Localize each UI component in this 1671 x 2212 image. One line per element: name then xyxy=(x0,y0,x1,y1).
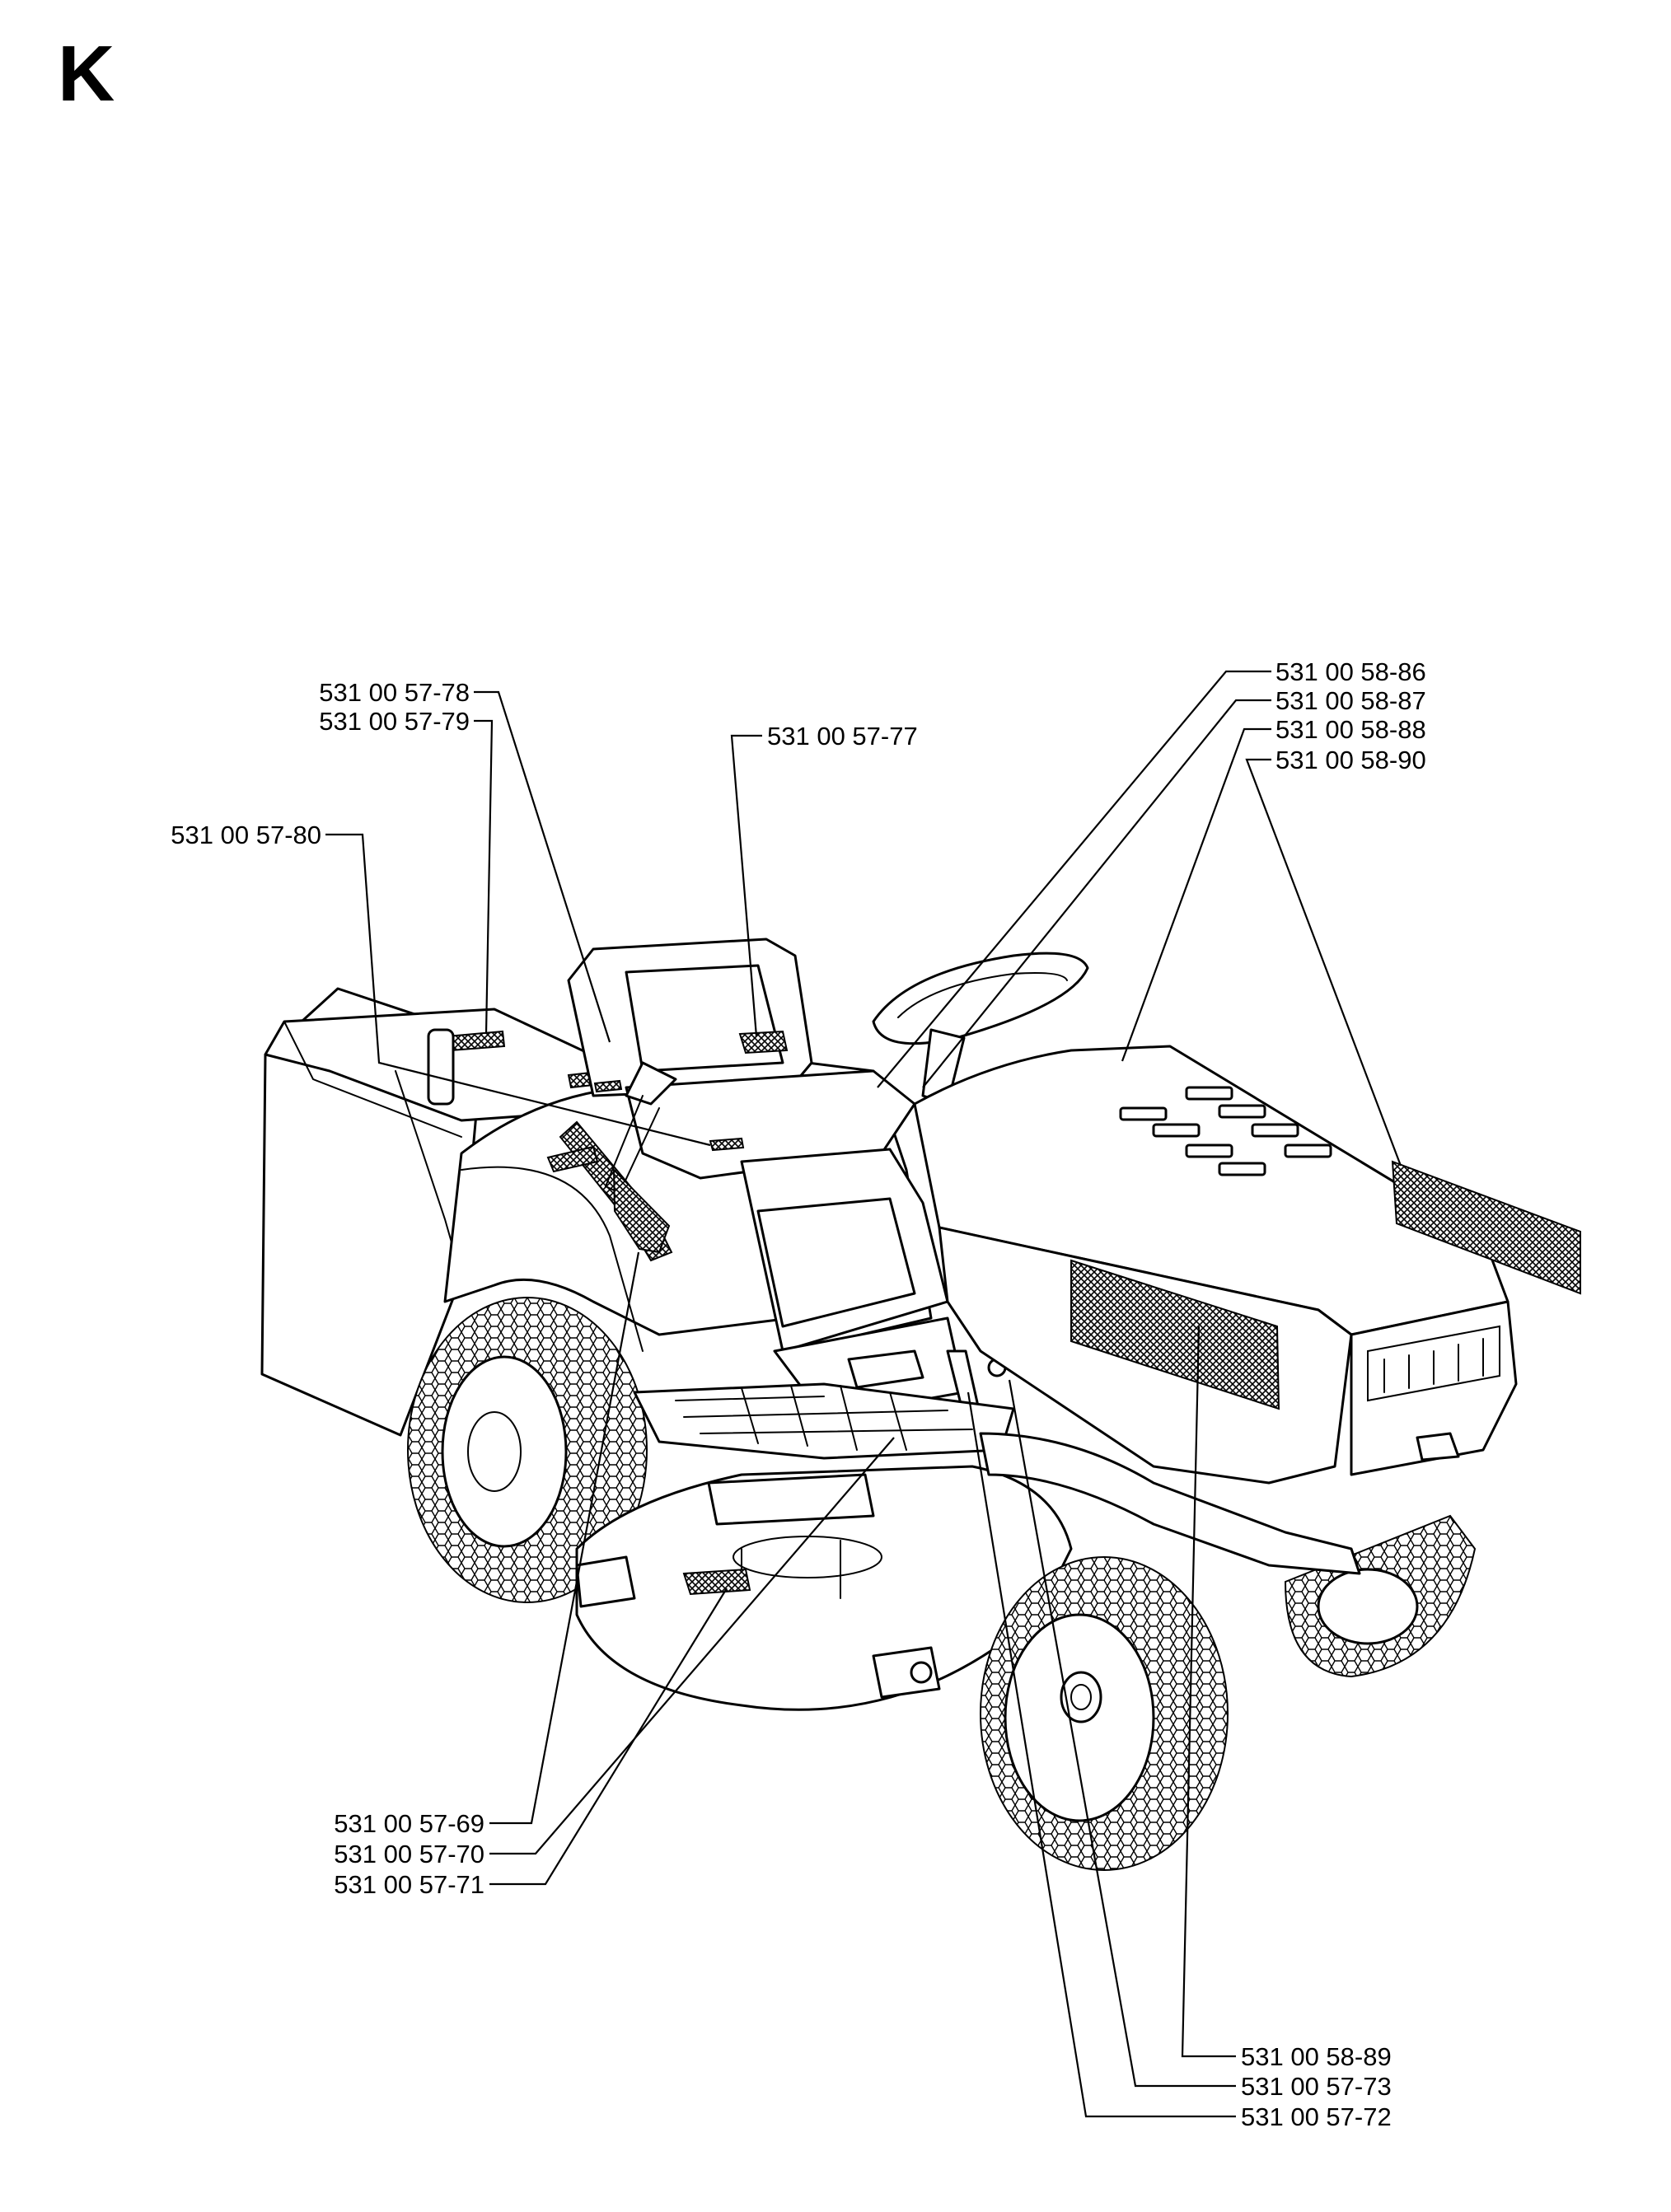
leader-5770 xyxy=(489,1437,895,1855)
label-5777: 531 00 57-77 xyxy=(767,722,918,751)
front-frame xyxy=(979,1432,1361,1575)
page-letter: K xyxy=(58,30,115,118)
label-5773: 531 00 57-73 xyxy=(1241,2072,1392,2101)
hood xyxy=(913,1045,1581,1485)
label-5888: 531 00 58-88 xyxy=(1275,715,1426,744)
leader-5890 xyxy=(1245,758,1402,1167)
leader-5769 xyxy=(489,1251,640,1825)
leader-5779 xyxy=(474,719,494,1035)
leader-5773 xyxy=(1008,1379,1236,2088)
leader-5780 xyxy=(325,833,711,1147)
label-5890: 531 00 58-90 xyxy=(1275,746,1426,774)
leader-lines xyxy=(325,670,1402,2118)
label-5889: 531 00 58-89 xyxy=(1241,2042,1392,2071)
tractor-illustration xyxy=(260,938,1581,1871)
label-5771: 531 00 57-71 xyxy=(334,1870,484,1899)
leader-5772 xyxy=(967,1391,1236,2118)
rear-right-wheel xyxy=(1284,1514,1477,1678)
leader-5771 xyxy=(489,1588,728,1886)
leader-5889 xyxy=(1181,1326,1236,2058)
leader-5888 xyxy=(1121,727,1271,1062)
mower-deck xyxy=(575,1465,1073,1711)
front-left-wheel xyxy=(980,1556,1229,1871)
label-5769: 531 00 57-69 xyxy=(334,1809,484,1838)
leader-5886 xyxy=(877,670,1271,1088)
label-5779: 531 00 57-79 xyxy=(319,707,470,736)
label-5780: 531 00 57-80 xyxy=(171,821,321,849)
label-5770: 531 00 57-70 xyxy=(334,1840,484,1868)
leader-5777 xyxy=(730,734,762,1037)
label-5772: 531 00 57-72 xyxy=(1241,2102,1392,2131)
leader-5778 xyxy=(474,690,611,1043)
seat xyxy=(567,938,916,1254)
label-5778: 531 00 57-78 xyxy=(319,678,470,707)
footboard xyxy=(633,1382,1015,1460)
label-5887: 531 00 58-87 xyxy=(1275,686,1426,715)
part-labels: 531 00 57-78 531 00 57-79 531 00 57-77 5… xyxy=(171,657,1425,2131)
leader-5887 xyxy=(922,699,1271,1088)
label-5886: 531 00 58-86 xyxy=(1275,657,1426,686)
